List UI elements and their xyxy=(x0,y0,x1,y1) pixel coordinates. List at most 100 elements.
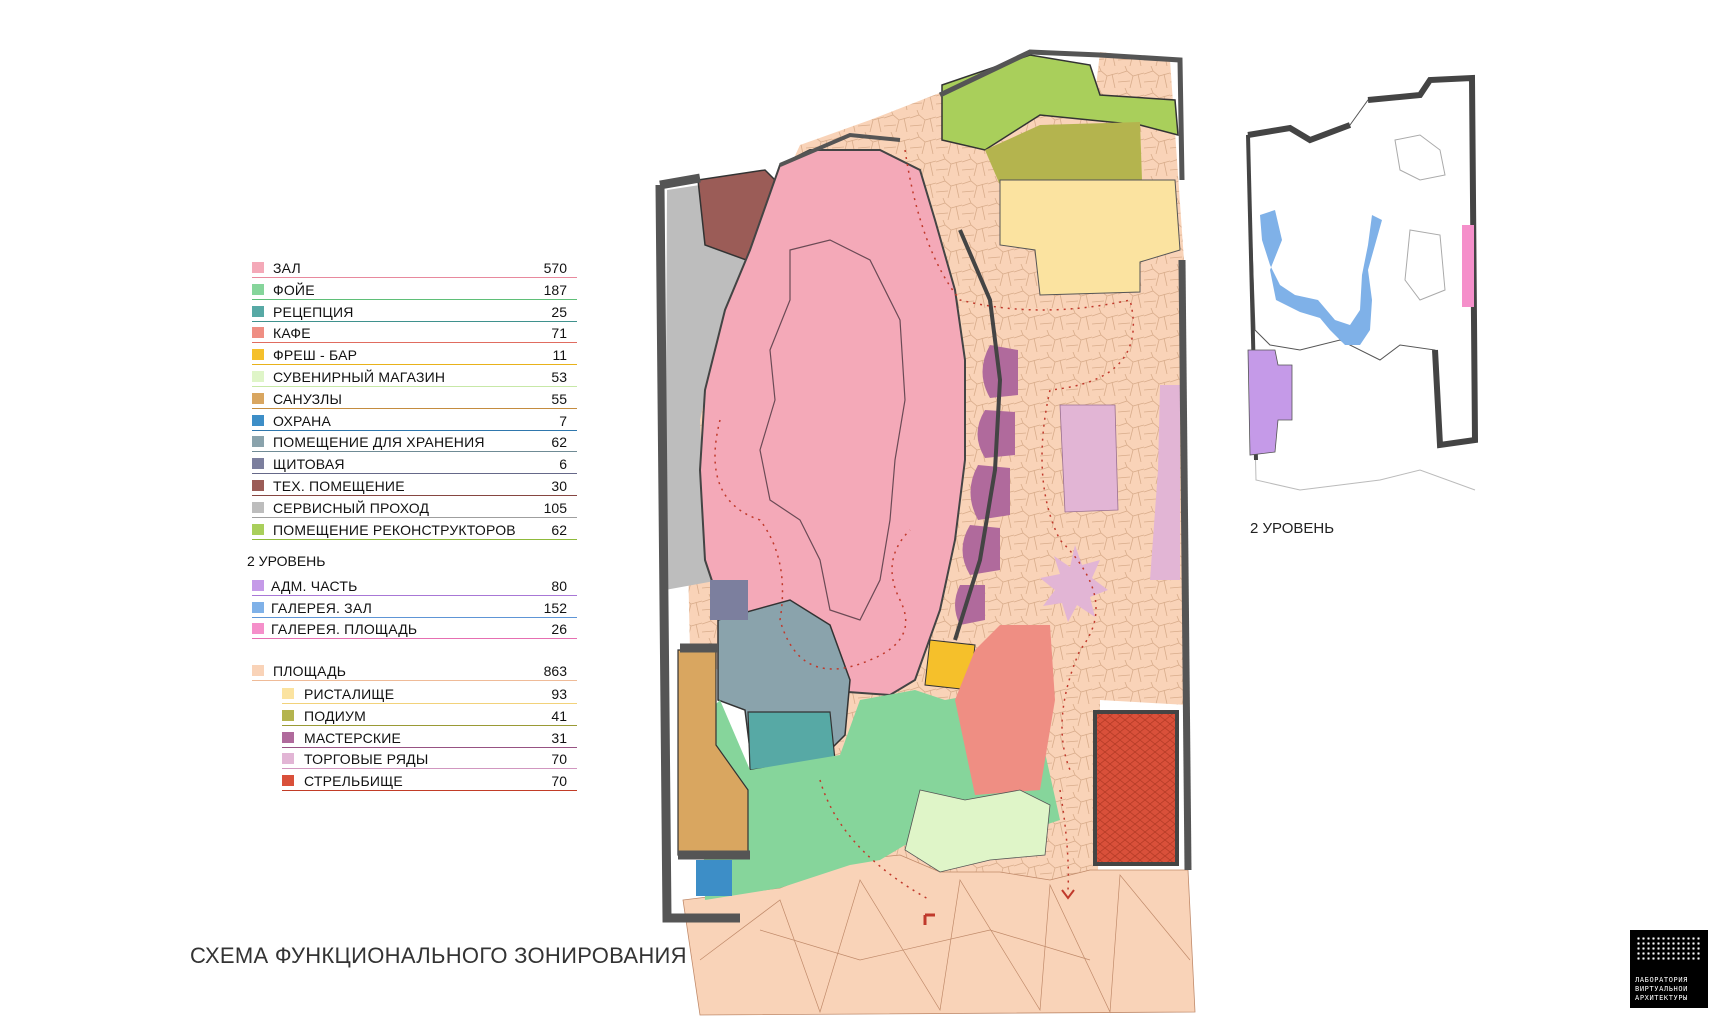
legend-value: 26 xyxy=(551,621,567,637)
legend-row: ПОМЕЩЕНИЕ РЕКОНСТРУКТОРОВ 62 xyxy=(247,520,577,540)
legend-row: ЗАЛ 570 xyxy=(247,258,577,278)
legend-swatch xyxy=(252,436,264,448)
legend-value: 80 xyxy=(551,578,567,594)
legend-value: 25 xyxy=(551,303,567,320)
legend-swatch xyxy=(252,414,264,426)
legend-swatch xyxy=(252,458,264,470)
legend-swatch xyxy=(252,305,264,317)
legend-label: ПОДИУМ xyxy=(304,707,366,724)
legend-row: ПОМЕЩЕНИЕ ДЛЯ ХРАНЕНИЯ 62 xyxy=(247,432,577,453)
legend-underline xyxy=(282,768,577,770)
legend-swatch xyxy=(252,392,264,404)
page-title: СХЕМА ФУНКЦИОНАЛЬНОГО ЗОНИРОВАНИЯ xyxy=(190,943,687,968)
legend-underline xyxy=(252,342,577,344)
legend-label: ЩИТОВАЯ xyxy=(273,456,345,473)
zone-trading-rows xyxy=(1040,385,1180,622)
legend-label: СУВЕНИРНЫЙ МАГАЗИН xyxy=(273,369,446,385)
zone-arena xyxy=(999,179,1181,296)
legend-value: 570 xyxy=(543,260,567,276)
legend-value: 70 xyxy=(551,751,567,768)
legend-row: ГАЛЕРЕЯ. ПЛОЩАДЬ 26 xyxy=(247,619,577,639)
legend-underline xyxy=(252,595,577,596)
legend-underline xyxy=(252,386,577,387)
legend-underline xyxy=(252,616,577,618)
logo-dot-pattern xyxy=(1636,936,1702,962)
legend-value: 105 xyxy=(543,499,567,516)
legend-underline xyxy=(252,473,577,475)
zone-switchboard xyxy=(710,580,748,620)
legend-swatch xyxy=(252,523,264,535)
zone-hall xyxy=(698,149,966,697)
legend-label: ГАЛЕРЕЯ. ПЛОЩАДЬ xyxy=(271,621,418,637)
legend-underline xyxy=(282,746,577,748)
legend-underline xyxy=(252,429,577,431)
zone-souvenir-shop xyxy=(904,789,1051,873)
legend-underline xyxy=(252,407,577,409)
zone-cafe xyxy=(955,625,1055,795)
legend-label: ФРЕШ - БАР xyxy=(273,347,358,364)
level2-caption: 2 УРОВЕНЬ xyxy=(1250,520,1335,537)
legend-label: ТОРГОВЫЕ РЯДЫ xyxy=(304,751,429,768)
legend-swatch xyxy=(252,501,264,513)
legend-level2-heading: 2 УРОВЕНЬ xyxy=(247,553,326,569)
legend-swatch xyxy=(282,688,294,699)
legend-underline xyxy=(252,320,577,322)
legend-swatch xyxy=(252,283,264,295)
logo-text-line: АРХИТЕКТУРЫ xyxy=(1635,994,1688,1002)
legend-underline xyxy=(282,703,577,704)
level2-zone-gallery-hall xyxy=(1260,210,1382,345)
zone-podium xyxy=(985,122,1142,185)
legend-underline xyxy=(252,680,577,681)
legend-label: РИСТАЛИЩЕ xyxy=(304,686,395,702)
legend-underline xyxy=(252,538,577,540)
legend-label: ПОМЕЩЕНИЕ РЕКОНСТРУКТОРОВ xyxy=(273,521,516,538)
logo-text-line: ЛАБОРАТОРИЯ xyxy=(1635,976,1688,984)
legend-label: РЕЦЕПЦИЯ xyxy=(273,303,354,320)
legend-value: 62 xyxy=(551,521,567,538)
legend-row: ЩИТОВАЯ 6 xyxy=(247,454,577,475)
legend-label: МАСТЕРСКИЕ xyxy=(304,729,402,746)
legend-swatch xyxy=(252,665,264,676)
legend-value: 55 xyxy=(551,390,567,407)
legend-value: 7 xyxy=(559,412,567,429)
legend-underline xyxy=(252,495,577,496)
legend-value: 6 xyxy=(559,456,567,473)
legend-label: ПОМЕЩЕНИЕ ДЛЯ ХРАНЕНИЯ xyxy=(273,434,485,451)
zone-reconstructors xyxy=(941,54,1179,151)
legend-value: 62 xyxy=(551,434,567,451)
legend-swatch xyxy=(252,623,264,634)
legend-swatch xyxy=(282,731,294,743)
legend-row: ПОДИУМ 41 xyxy=(247,706,577,726)
legend-label: ГАЛЕРЕЯ. ЗАЛ xyxy=(271,599,373,616)
zone-shooting-range xyxy=(1093,710,1179,866)
legend-swatch xyxy=(252,601,264,613)
level2-zone-gallery-square xyxy=(1462,225,1474,307)
legend-underline xyxy=(282,724,577,726)
legend-value: 41 xyxy=(551,707,567,724)
legend-label: ЗАЛ xyxy=(273,260,301,276)
legend-row: САНУЗЛЫ 55 xyxy=(247,389,577,409)
legend-value: 93 xyxy=(551,686,567,702)
legend-label: ТЕХ. ПОМЕЩЕНИЕ xyxy=(273,478,405,494)
legend-underline xyxy=(252,451,577,453)
legend-underline xyxy=(252,638,577,639)
legend-value: 863 xyxy=(543,663,567,679)
legend-underline xyxy=(252,298,577,300)
legend-label: ОХРАНА xyxy=(273,412,331,429)
legend-value: 71 xyxy=(551,325,567,342)
logo-text-line: ВИРТУАЛЬНОЙ xyxy=(1635,985,1688,993)
legend-label: САНУЗЛЫ xyxy=(273,390,343,407)
legend-swatch xyxy=(282,709,294,721)
legend-swatch xyxy=(282,775,294,787)
